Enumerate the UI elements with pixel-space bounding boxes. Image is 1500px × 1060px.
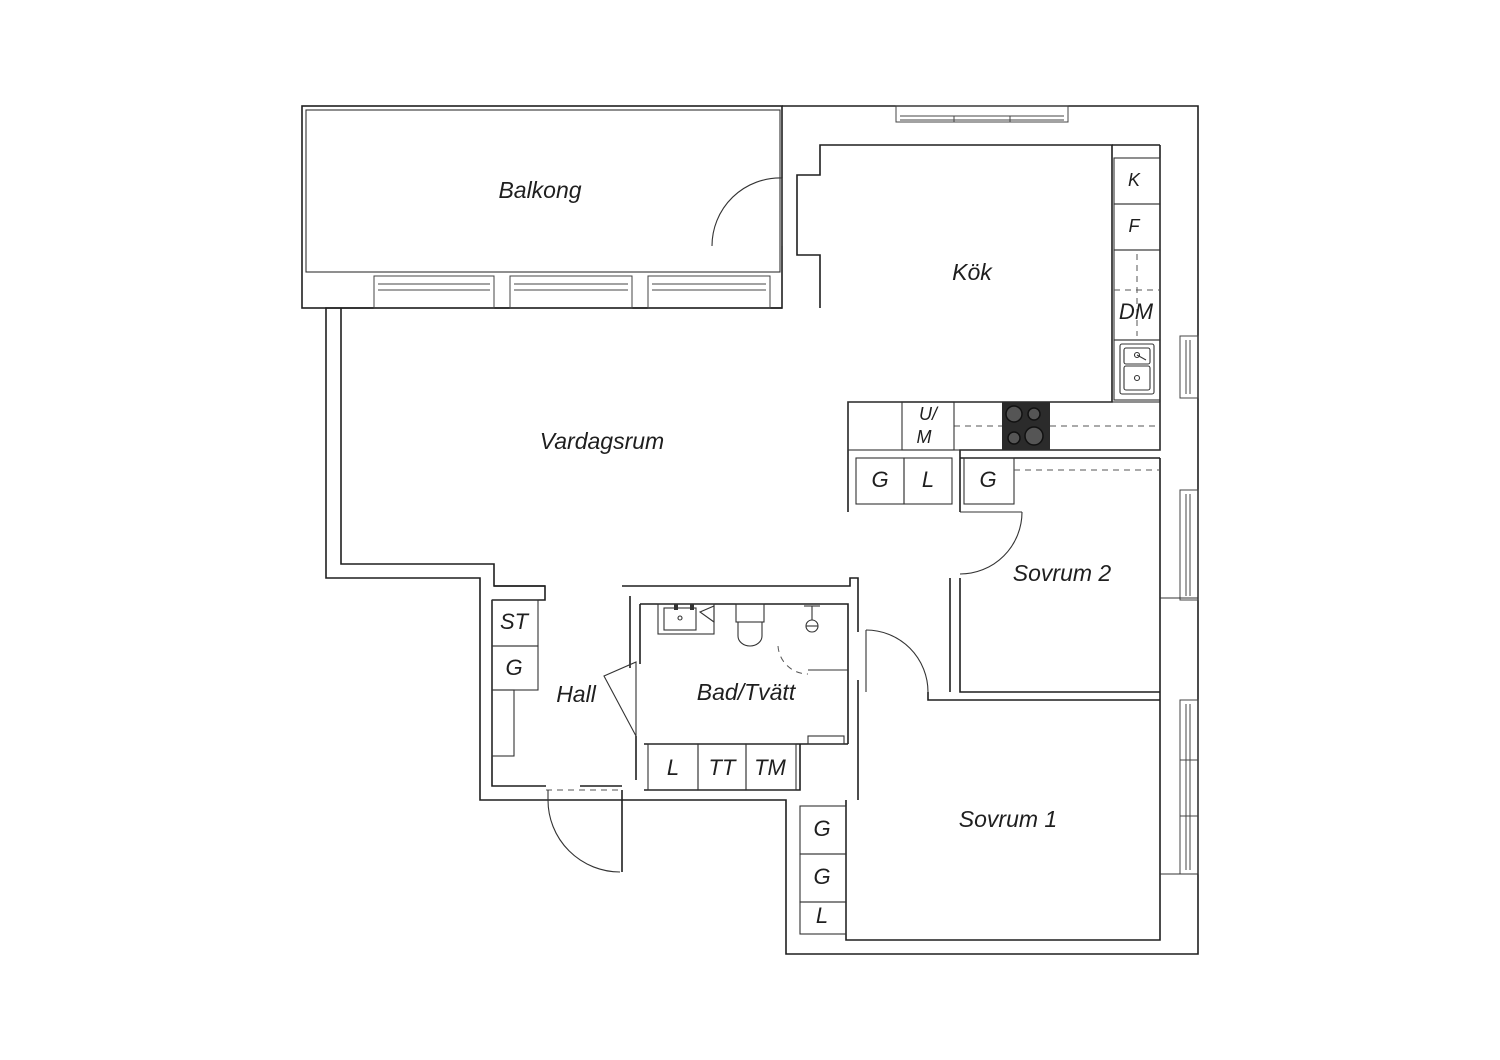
room-label-kok: Kök (952, 259, 993, 285)
shower-icon (804, 605, 820, 633)
washbasin-icon (657, 603, 715, 635)
sovrum2-wardrobe-g-label: G (979, 467, 996, 492)
sovrum1-wardrobe-g2-label: G (813, 864, 830, 889)
room-label-sovrum2: Sovrum 2 (1013, 560, 1112, 586)
sovrum1-linen-l-label: L (816, 903, 828, 928)
sovrum1-wardrobe-g1-label: G (813, 816, 830, 841)
room-label-bad: Bad/Tvätt (697, 679, 797, 705)
toilet-icon (735, 603, 765, 647)
room-label-vardagsrum: Vardagsrum (540, 428, 664, 454)
storage-st-label: ST (500, 609, 530, 634)
washer-tm-label: TM (754, 755, 786, 780)
wardrobe-g-label: G (871, 467, 888, 492)
bath-fixtures: L TT TM (647, 603, 845, 791)
freezer-f-label: F (1129, 216, 1141, 236)
kitchen-fixtures: K F DM U/ M G (847, 157, 1161, 505)
oven-um-label-top: U/ (919, 404, 939, 424)
sink-icon (1119, 343, 1155, 395)
room-label-balkong: Balkong (498, 177, 581, 203)
stove-icon (1002, 402, 1050, 450)
fridge-k-label: K (1128, 170, 1141, 190)
dryer-tt-label: TT (709, 755, 737, 780)
hall-wardrobe-g-label: G (505, 655, 522, 680)
oven-um-label-bottom: M (917, 427, 932, 447)
room-labels: Balkong Kök Vardagsrum Sovrum 2 Hall Bad… (498, 177, 1111, 832)
walls (301, 105, 1199, 955)
room-label-sovrum1: Sovrum 1 (959, 806, 1057, 832)
doors (546, 177, 1023, 873)
dishwasher-dm-label: DM (1119, 299, 1154, 324)
sovrum1-fixtures: G G L (799, 805, 847, 935)
windows (373, 105, 1199, 875)
hall-fixtures: ST G (491, 599, 539, 757)
linen-l-label: L (922, 467, 934, 492)
bath-linen-l-label: L (667, 755, 679, 780)
room-label-hall: Hall (556, 681, 597, 707)
